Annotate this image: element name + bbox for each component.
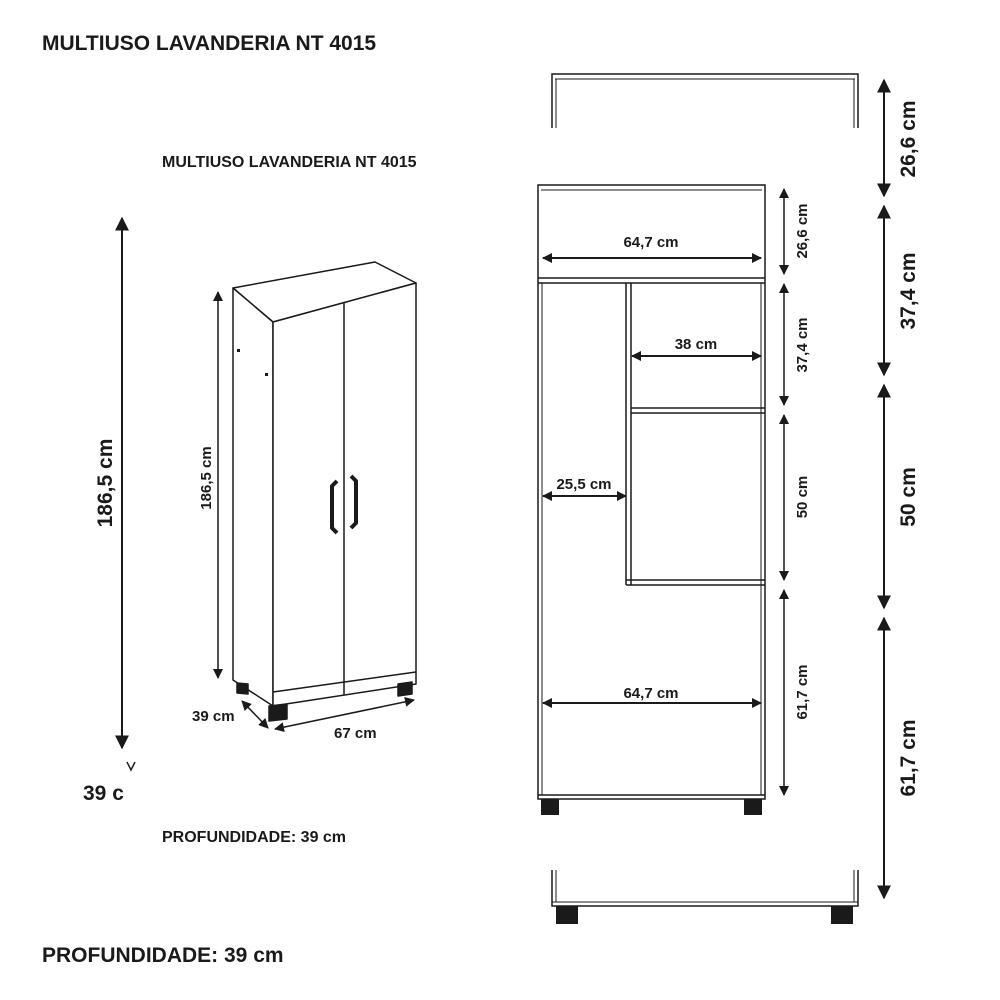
width-arrow xyxy=(274,696,415,733)
height-label-inner: 186,5 cm xyxy=(198,446,215,509)
outer-height-label: 61,7 cm xyxy=(897,719,920,796)
side-dot xyxy=(237,349,240,352)
front-outline xyxy=(537,184,766,800)
front-dimensions xyxy=(542,253,762,708)
top-section-outline xyxy=(551,73,859,128)
depth-label-partial: 39 c xyxy=(83,782,124,805)
depth-note-large: PROFUNDIDADE: 39 cm xyxy=(42,944,284,967)
depth-label: 39 cm xyxy=(192,708,235,725)
outer-height-label: 50 cm xyxy=(897,467,920,527)
depth-note-small: PROFUNDIDADE: 39 cm xyxy=(162,829,347,846)
inner-height-label: 26,6 cm xyxy=(794,203,811,258)
section-fragments xyxy=(551,73,859,907)
bottom-width-label: 64,7 cm xyxy=(623,685,678,702)
side-dot xyxy=(265,373,268,376)
diagram-title: MULTIUSO LAVANDERIA NT 4015 xyxy=(162,154,417,171)
cabinet-foot xyxy=(268,703,288,722)
outer-height-label: 26,6 cm xyxy=(897,100,920,177)
inner-height-label: 37,4 cm xyxy=(794,317,811,372)
cabinet-foot xyxy=(397,681,413,697)
height-label-outer: 186,5 cm xyxy=(94,439,117,528)
section-foot xyxy=(556,906,578,924)
cabinet-foot xyxy=(236,682,249,695)
outer-height-label: 37,4 cm xyxy=(897,252,920,329)
cabinet-front-view xyxy=(537,184,766,800)
inner-height-label: 61,7 cm xyxy=(794,664,811,719)
page-title: MULTIUSO LAVANDERIA NT 4015 xyxy=(42,32,377,55)
top-width-label: 64,7 cm xyxy=(623,234,678,251)
partial-arrow-fragment xyxy=(126,761,136,772)
width-label: 67 cm xyxy=(334,725,377,742)
front-foot xyxy=(744,799,762,815)
depth-arrow xyxy=(241,700,269,729)
cabinet-perspective xyxy=(232,261,417,722)
door-handle-right xyxy=(349,474,358,530)
door-handle-left xyxy=(330,479,339,535)
bottom-section-outline xyxy=(551,870,859,907)
left-dimensions xyxy=(115,216,415,772)
section-foot xyxy=(831,906,853,924)
front-foot xyxy=(541,799,559,815)
cabinet-plinth xyxy=(272,671,417,693)
inner-height-label: 50 cm xyxy=(794,476,811,519)
side-width-label: 25,5 cm xyxy=(556,476,611,493)
shelf-width-label: 38 cm xyxy=(675,336,718,353)
